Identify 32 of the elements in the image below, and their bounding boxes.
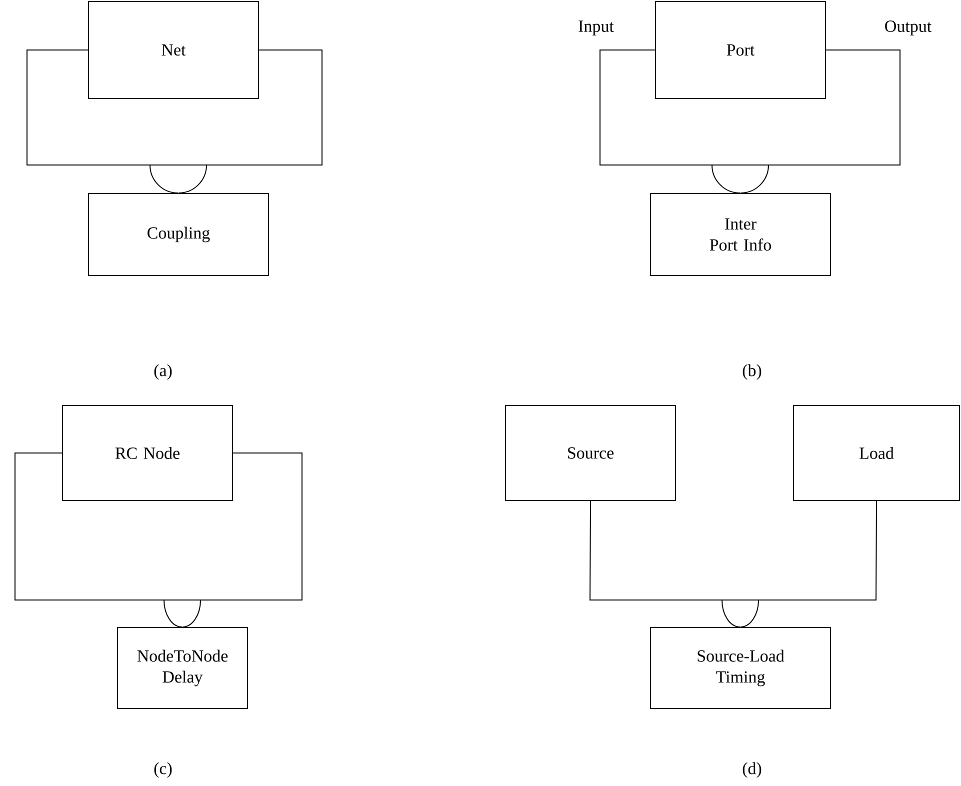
loop-connector <box>14 452 302 600</box>
class-box <box>650 627 831 709</box>
class-box <box>62 405 233 501</box>
semicircle-connector <box>150 164 207 194</box>
port-label: Output <box>885 20 932 36</box>
box-label: Port <box>726 44 755 56</box>
class-box <box>650 193 831 276</box>
semicircle-connector <box>722 600 759 628</box>
box-label: RC Node <box>115 447 180 459</box>
panel-caption: (b) <box>742 364 762 380</box>
box-label: Source-Load Timing <box>698 650 784 686</box>
box-label: Coupling <box>148 226 210 242</box>
class-box <box>793 405 960 501</box>
semicircle-connector <box>712 164 769 194</box>
class-box <box>88 1 259 99</box>
box-label: Net <box>162 44 186 56</box>
class-box <box>88 193 269 276</box>
semicircle-connector <box>164 600 201 628</box>
panel-caption: (a) <box>154 364 172 380</box>
loop-connector <box>26 50 322 166</box>
panel-caption: (d) <box>742 762 762 778</box>
box-label: Inter Port Info <box>710 218 772 251</box>
class-box <box>505 405 676 501</box>
box-label: Load <box>860 447 894 459</box>
connector-line <box>590 500 877 600</box>
class-box <box>117 627 248 709</box>
box-label: Source <box>568 447 614 459</box>
port-label: Input <box>578 20 614 36</box>
loop-connector <box>600 50 900 166</box>
box-label: NodeToNode Delay <box>137 650 228 686</box>
class-box <box>655 1 826 99</box>
panel-caption: (c) <box>154 762 172 778</box>
